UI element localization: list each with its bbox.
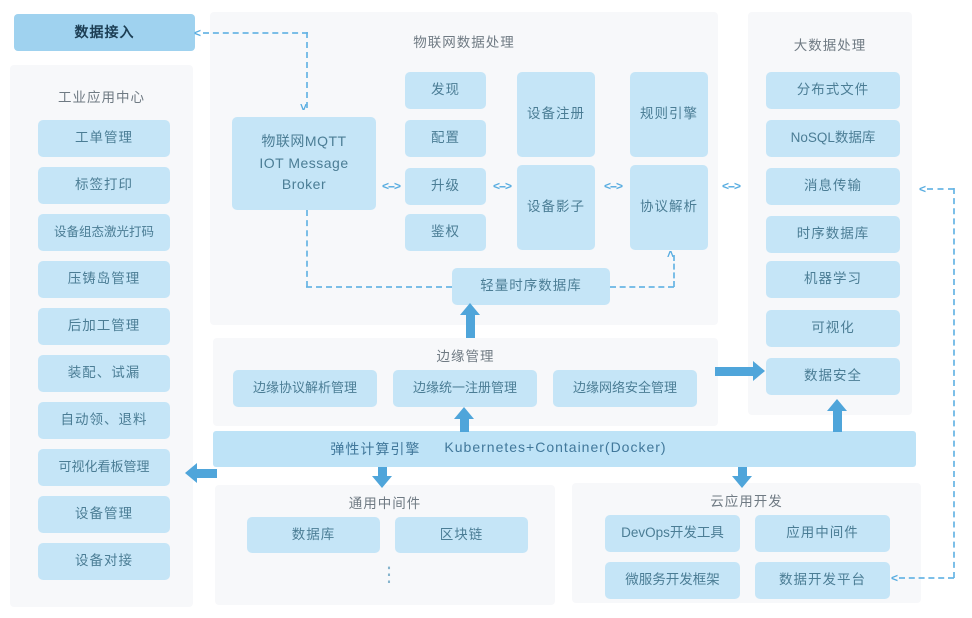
- arrow-edge-to-tsdb-shaft: [466, 315, 475, 338]
- arrow-band-to-edge-reg-head: [454, 407, 474, 419]
- title-edge-management: 边缘管理: [436, 349, 495, 364]
- elastic-compute-label: 弹性计算引擎: [330, 441, 421, 457]
- node-edge-network-security-mgmt: 边缘网络安全管理: [553, 370, 697, 407]
- node-upgrade: 升级: [405, 168, 486, 205]
- arrow-band-to-edge-reg-shaft: [460, 419, 469, 432]
- title-industrial-app-center: 工业应用中心: [58, 90, 145, 105]
- arrow-band-to-bigdata-shaft: [833, 411, 842, 432]
- arrow-band-to-cloud-dev-head: [732, 476, 752, 488]
- arrow-band-to-middleware-head: [372, 476, 392, 488]
- arrowhead-into-message-transport: <: [919, 182, 927, 196]
- node-protocol-parsing: 协议解析: [630, 165, 708, 250]
- node-assembly-leak-test: 装配、试漏: [38, 355, 170, 392]
- dashed-line-broker-down: [306, 210, 308, 287]
- node-post-processing-mgmt: 后加工管理: [38, 308, 170, 345]
- arrowhead-into-protocol-parsing: <: [663, 250, 678, 258]
- arrowhead-into-data-access: <: [194, 26, 202, 40]
- dashed-line-up-to-protocol-parsing: [673, 255, 675, 287]
- arrow-edge-to-tsdb-head: [460, 303, 480, 315]
- bidir-arrow-shadow-protocol: <-->: [603, 179, 623, 193]
- arrow-edge-to-data-security-head: [753, 361, 765, 381]
- node-microservice-framework: 微服务开发框架: [605, 562, 740, 599]
- bidir-arrow-upgrade-shadow: <-->: [492, 179, 512, 193]
- dashed-line-right-bottom: [899, 577, 954, 579]
- mqtt-broker-line2: IOT Message: [259, 154, 349, 171]
- node-device-registration: 设备注册: [517, 72, 595, 157]
- node-edge-protocol-parsing-mgmt: 边缘协议解析管理: [233, 370, 377, 407]
- dashed-line-to-tsdb-left: [306, 286, 452, 288]
- title-cloud-app-dev: 云应用开发: [710, 494, 783, 509]
- node-lightweight-tsdb: 轻量时序数据库: [452, 268, 610, 305]
- node-machine-learning: 机器学习: [766, 261, 900, 298]
- arrowhead-into-data-dev-platform: <: [891, 571, 899, 585]
- title-iot-data-processing: 物联网数据处理: [413, 35, 515, 50]
- node-work-order-mgmt: 工单管理: [38, 120, 170, 157]
- node-data-access: 数据接入: [14, 14, 195, 51]
- ellipsis-more-middleware: ⋮: [379, 564, 399, 586]
- dashed-line-down-to-broker: [306, 32, 308, 108]
- dashed-line-right-top: [927, 188, 954, 190]
- node-mqtt-broker: 物联网MQTT IOT Message Broker: [232, 117, 376, 210]
- node-message-transport: 消息传输: [766, 168, 900, 205]
- title-big-data-processing: 大数据处理: [793, 38, 867, 53]
- bidir-arrow-broker-upgrade: <-->: [381, 179, 401, 193]
- node-die-cast-island-mgmt: 压铸岛管理: [38, 261, 170, 298]
- arrow-band-to-middleware-shaft: [378, 467, 387, 477]
- kubernetes-container-label: Kubernetes+Container(Docker): [444, 439, 667, 455]
- node-edge-unified-registration-mgmt: 边缘统一注册管理: [393, 370, 537, 407]
- arrow-band-to-app-center-head: [185, 463, 197, 483]
- node-elastic-compute-engine: 弹性计算引擎 Kubernetes+Container(Docker): [213, 431, 916, 467]
- node-devops-tools: DevOps开发工具: [605, 515, 740, 552]
- node-nosql-database: NoSQL数据库: [766, 120, 900, 157]
- bidir-arrow-protocol-bigdata: <-->: [721, 179, 741, 193]
- node-auto-pick-return: 自动领、退料: [38, 402, 170, 439]
- dashed-line-broker-to-data-access: [203, 32, 308, 34]
- node-visualization: 可视化: [766, 310, 900, 347]
- dashed-line-tsdb-right: [610, 286, 674, 288]
- arrowhead-into-broker: <: [296, 103, 311, 111]
- mqtt-broker-line1: 物联网MQTT: [261, 132, 347, 149]
- node-device-mgmt: 设备管理: [38, 496, 170, 533]
- node-discovery: 发现: [405, 72, 486, 109]
- node-device-shadow: 设备影子: [517, 165, 595, 250]
- node-data-dev-platform: 数据开发平台: [755, 562, 890, 599]
- node-label-printing: 标签打印: [38, 167, 170, 204]
- node-rule-engine: 规则引擎: [630, 72, 708, 157]
- node-distributed-file: 分布式文件: [766, 72, 900, 109]
- node-device-config-laser-marking: 设备组态激光打码: [38, 214, 170, 251]
- arrow-edge-to-data-security-shaft: [715, 367, 753, 376]
- node-app-middleware: 应用中间件: [755, 515, 890, 552]
- arrow-band-to-cloud-dev-shaft: [738, 467, 747, 477]
- arrow-band-to-bigdata-head: [827, 399, 847, 411]
- node-blockchain: 区块链: [395, 517, 528, 553]
- node-database: 数据库: [247, 517, 380, 553]
- node-timeseries-database: 时序数据库: [766, 216, 900, 253]
- arrow-band-to-app-center-shaft: [197, 469, 217, 478]
- node-configuration: 配置: [405, 120, 486, 157]
- mqtt-broker-line3: Broker: [281, 176, 327, 193]
- dashed-line-right-vertical: [953, 188, 955, 578]
- node-device-docking: 设备对接: [38, 543, 170, 580]
- node-data-security: 数据安全: [766, 358, 900, 395]
- node-authentication: 鉴权: [405, 214, 486, 251]
- node-visual-dashboard-mgmt: 可视化看板管理: [38, 449, 170, 486]
- title-common-middleware: 通用中间件: [348, 496, 422, 511]
